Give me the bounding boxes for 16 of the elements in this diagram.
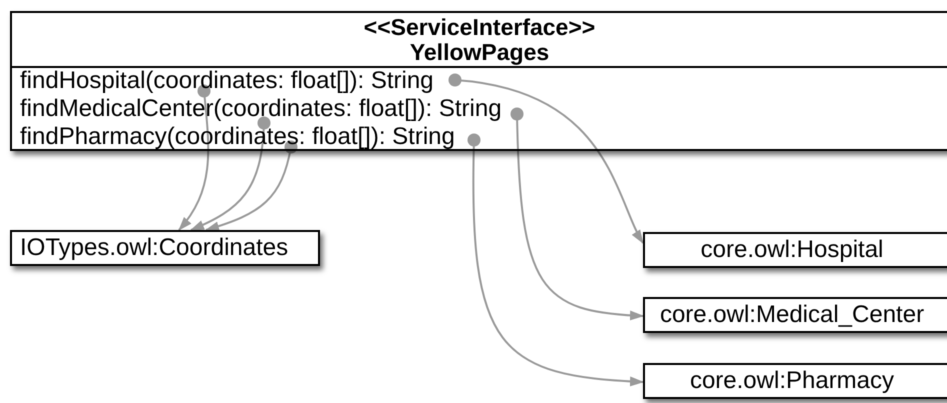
operation-text: findHospital(coordinates: float[]): String — [20, 67, 462, 95]
arrow — [178, 84, 210, 231]
operation-text: findPharmacy(coordinates: float[]): String — [20, 123, 481, 151]
operation-text: findMedicalCenter(coordinates: float[]): String — [20, 95, 524, 123]
arrow — [448, 74, 644, 244]
class-box: core.owl:Pharmacy — [643, 363, 947, 399]
arrow — [510, 108, 644, 320]
class-box: core.owl:Medical_Center — [643, 297, 947, 333]
arrow — [190, 116, 270, 231]
class-name: YellowPages — [410, 40, 550, 64]
class-box: core.owl:Hospital — [643, 232, 947, 268]
stereotype-label: <<ServiceInterface>> — [364, 14, 596, 40]
arrow — [468, 134, 644, 386]
class-box — [10, 11, 947, 151]
arrow — [205, 140, 298, 232]
class-box: IOTypes.owl:Coordinates — [10, 230, 320, 266]
